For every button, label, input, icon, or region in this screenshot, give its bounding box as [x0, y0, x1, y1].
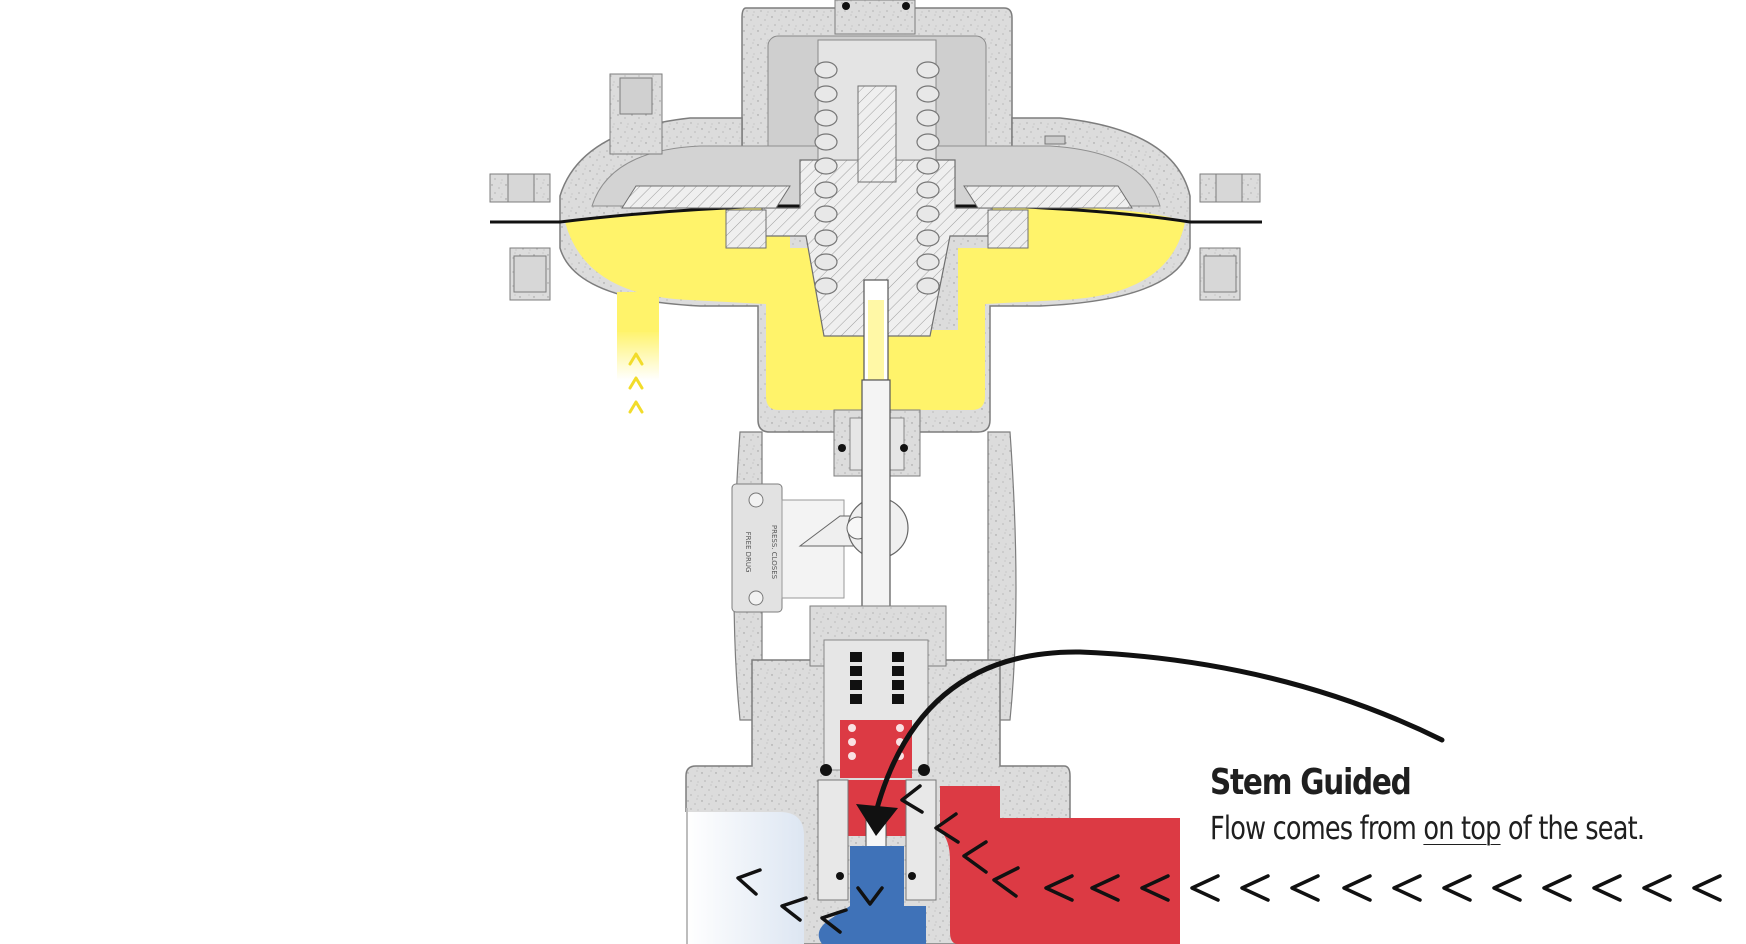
plate-label-left: FREE DRUG: [744, 532, 752, 573]
valve-stem: [861, 279, 891, 831]
caption-title: Stem Guided: [1210, 762, 1412, 803]
curved-arrow-icon: [856, 649, 1445, 836]
caption-text-before: Flow comes from: [1210, 809, 1424, 847]
caption: Stem Guided Flow comes from on top of th…: [1210, 762, 1746, 847]
chevron-up-icon: [628, 352, 644, 414]
chevron-left-icon: [1044, 874, 1722, 902]
spring-assembly: [621, 39, 1133, 337]
plate-label-right: PRESS. CLOSES: [770, 525, 778, 580]
caption-emphasis: on top: [1423, 809, 1501, 847]
valve-body: [610, 605, 1180, 944]
caption-description: Flow comes from on top of the seat.: [1210, 809, 1645, 847]
chevron-down-left-icon: [736, 784, 1020, 934]
caption-text-after: of the seat.: [1500, 809, 1645, 847]
